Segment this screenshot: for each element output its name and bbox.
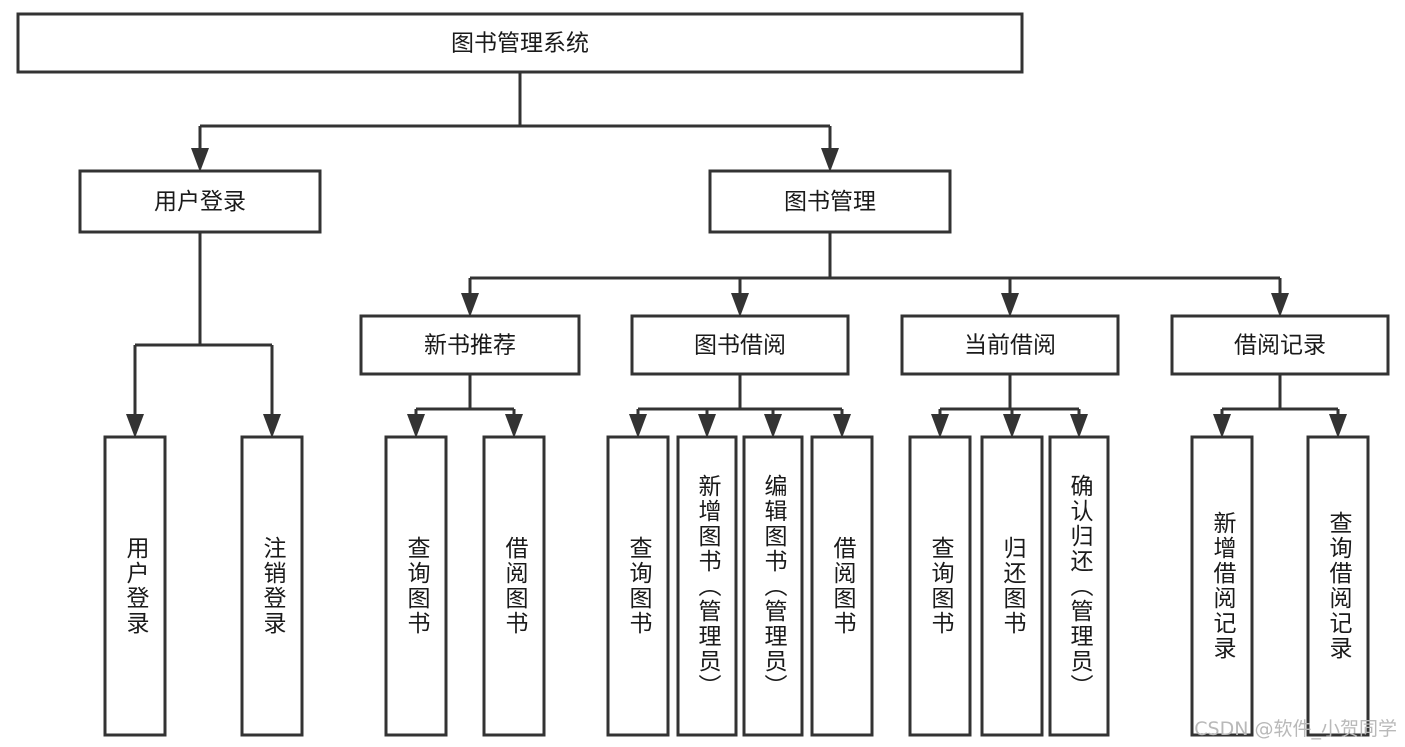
arrow-head-icon xyxy=(833,414,851,438)
arrow-head-icon xyxy=(461,293,479,317)
connectors-layer xyxy=(126,72,1347,438)
node-box-new-book-recommend[interactable] xyxy=(359,314,581,376)
node-box-root[interactable] xyxy=(16,12,1024,74)
node-box-leaf-add-borrow-record[interactable] xyxy=(1190,435,1254,737)
arrow-head-icon xyxy=(1003,414,1021,438)
arrow-head-icon xyxy=(731,293,749,317)
node-box-leaf-add-book-admin[interactable] xyxy=(676,435,738,737)
node-box-leaf-query-book-current[interactable] xyxy=(908,435,972,737)
arrow-head-icon xyxy=(1001,293,1019,317)
arrow-head-icon xyxy=(505,414,523,438)
arrow-head-icon xyxy=(263,414,281,438)
arrow-head-icon xyxy=(931,414,949,438)
node-box-current-borrow[interactable] xyxy=(900,314,1120,376)
node-label-borrow-record: 借阅记录 xyxy=(1234,333,1326,359)
arrow-head-icon xyxy=(698,414,716,438)
arrow-head-icon xyxy=(1329,414,1347,438)
arrow-head-icon xyxy=(821,148,839,172)
node-box-leaf-return-book[interactable] xyxy=(980,435,1044,737)
node-label-root: 图书管理系统 xyxy=(451,31,589,57)
node-label-book-management: 图书管理 xyxy=(784,189,876,215)
boxes-layer xyxy=(16,12,1390,737)
node-box-leaf-confirm-return-admin[interactable] xyxy=(1048,435,1110,737)
node-label-book-borrow: 图书借阅 xyxy=(694,333,786,359)
node-box-borrow-record[interactable] xyxy=(1170,314,1390,376)
node-label-user-login: 用户登录 xyxy=(154,189,246,215)
node-box-leaf-query-borrow-record[interactable] xyxy=(1306,435,1370,737)
node-box-leaf-borrow-book-recommend[interactable] xyxy=(482,435,546,737)
node-box-leaf-logout[interactable] xyxy=(240,435,304,737)
node-box-leaf-borrow-book[interactable] xyxy=(810,435,874,737)
arrow-head-icon xyxy=(1271,293,1289,317)
node-box-leaf-user-login[interactable] xyxy=(103,435,167,737)
watermark-text: CSDN @软件_小贺同学 xyxy=(1194,718,1397,740)
node-box-leaf-edit-book-admin[interactable] xyxy=(742,435,804,737)
node-box-leaf-query-book-borrow[interactable] xyxy=(606,435,670,737)
arrow-head-icon xyxy=(407,414,425,438)
arrow-head-icon xyxy=(764,414,782,438)
arrow-head-icon xyxy=(1213,414,1231,438)
arrow-head-icon xyxy=(1070,414,1088,438)
node-box-user-login[interactable] xyxy=(78,169,322,234)
arrow-head-icon xyxy=(191,148,209,172)
node-label-new-book-recommend: 新书推荐 xyxy=(424,333,516,359)
arrow-head-icon xyxy=(629,414,647,438)
node-box-book-borrow[interactable] xyxy=(630,314,850,376)
node-label-current-borrow: 当前借阅 xyxy=(964,333,1056,359)
node-box-leaf-query-book-recommend[interactable] xyxy=(384,435,448,737)
arrow-head-icon xyxy=(126,414,144,438)
node-box-book-management[interactable] xyxy=(708,169,952,234)
